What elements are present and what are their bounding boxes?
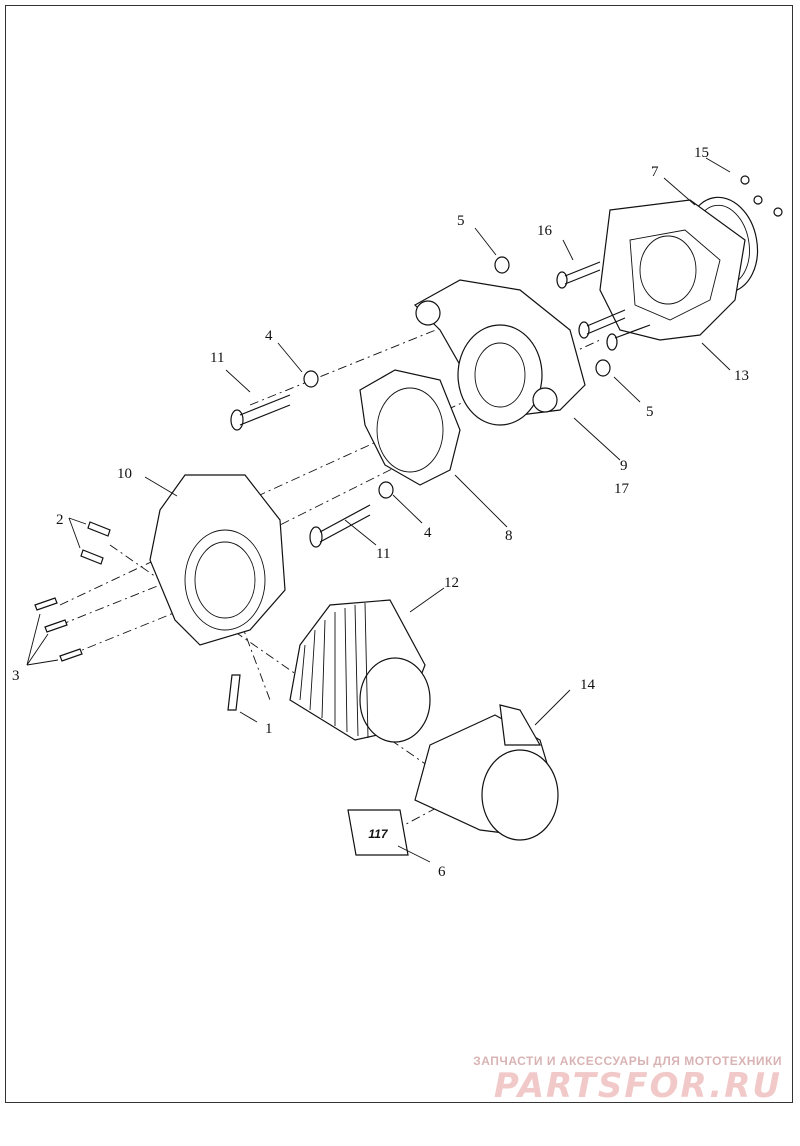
part-2-screws <box>80 521 111 565</box>
callout-11-lower: 11 <box>376 546 390 562</box>
part-4-washer-lower <box>378 481 394 499</box>
watermark-tagline: ЗАПЧАСТИ И АКСЕССУАРЫ ДЛЯ МОТОТЕХНИКИ <box>473 1054 782 1068</box>
part-11-bolt-lower <box>309 504 371 548</box>
part-15-screws <box>740 175 783 217</box>
part-14-cover <box>414 704 559 841</box>
callout-5-upper: 5 <box>457 213 465 229</box>
callout-4-upper: 4 <box>265 328 273 344</box>
callout-14: 14 <box>580 677 596 693</box>
callout-2: 2 <box>56 512 64 528</box>
callout-12: 12 <box>444 575 459 591</box>
callout-15: 15 <box>694 145 709 161</box>
callout-16: 16 <box>537 223 553 239</box>
drawing-frame <box>5 5 793 1103</box>
part-5-washer-upper <box>494 256 510 274</box>
badge-text: 117 <box>368 827 388 841</box>
part-10-housing <box>149 474 286 646</box>
callout-13: 13 <box>734 368 749 384</box>
part-9-bracket <box>414 279 586 426</box>
fasteners <box>34 175 783 711</box>
callout-17: 17 <box>614 481 630 497</box>
part-1-bolt <box>227 674 241 711</box>
leader-lines <box>26 157 731 863</box>
callout-labels: 15 7 5 16 4 11 13 5 9 17 10 2 4 8 11 12 … <box>12 145 749 880</box>
part-5-washer-lower <box>595 359 611 377</box>
callout-5-lower: 5 <box>646 404 654 420</box>
callout-9: 9 <box>620 458 628 474</box>
part-11-bolt-upper <box>230 394 291 431</box>
callout-4-lower: 4 <box>424 525 432 541</box>
callout-7: 7 <box>651 164 659 180</box>
callout-6: 6 <box>438 864 446 880</box>
watermark-logo: PARTSFOR.RU <box>493 1066 782 1106</box>
callout-1: 1 <box>265 721 273 737</box>
part-13-backplate <box>599 199 746 341</box>
part-6-badge: 117 <box>347 809 409 856</box>
part-8-plate <box>359 369 461 486</box>
part-16-bolts <box>556 261 651 351</box>
part-3-screws <box>34 597 83 662</box>
callout-11-upper: 11 <box>210 350 224 366</box>
callout-3: 3 <box>12 668 20 684</box>
part-12-filter <box>289 599 431 743</box>
callout-10: 10 <box>117 466 132 482</box>
callout-8: 8 <box>505 528 513 544</box>
watermark: ЗАПЧАСТИ И АКСЕССУАРЫ ДЛЯ МОТОТЕХНИКИ PA… <box>473 1054 782 1104</box>
part-4-washer-upper <box>303 370 319 388</box>
